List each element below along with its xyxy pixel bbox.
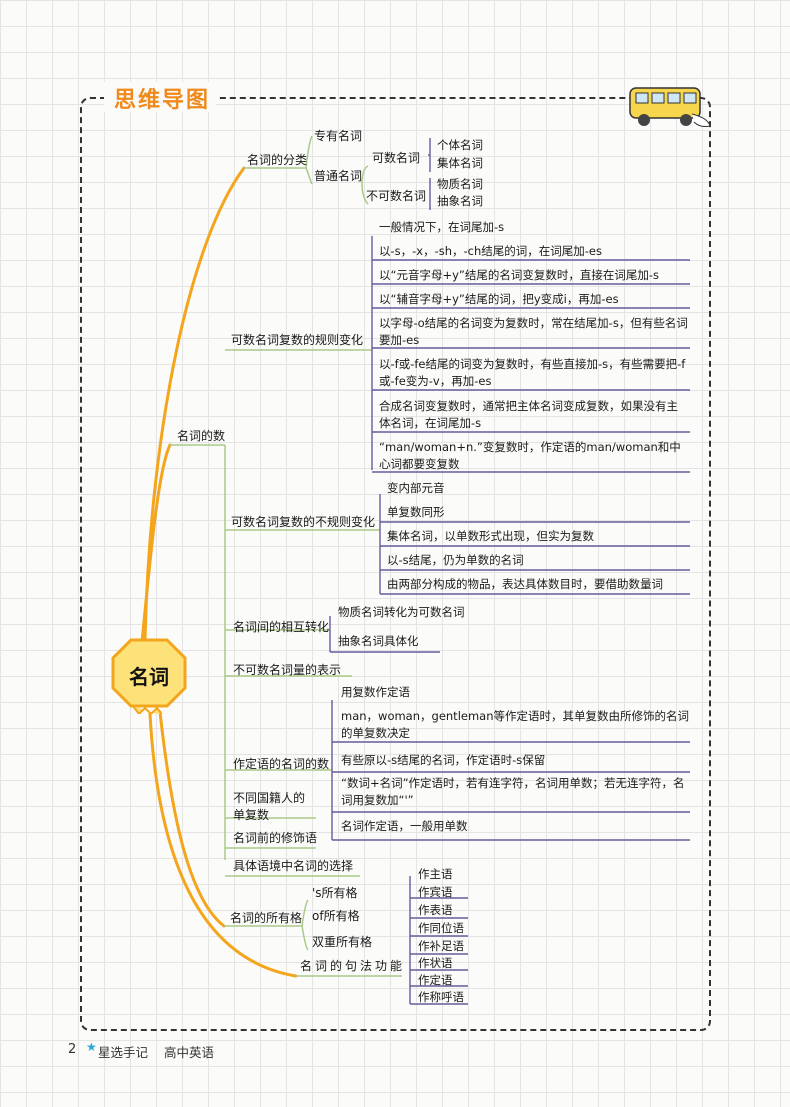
node-nationality-plural: 不同国籍人的单复数: [233, 791, 306, 822]
leaf-syntax-adverbial: 作状语: [418, 956, 453, 970]
leaf-material-noun: 物质名词: [437, 177, 483, 191]
node-context-choice: 具体语境中名词的选择: [233, 859, 354, 873]
rule-regular-7: 合成名词变复数时，通常把主体名词变成复数，如果没有主体名词，在词尾加-s: [379, 399, 678, 430]
branch-number: 名词的数: [177, 429, 226, 443]
rule-regular-5: 以字母-o结尾的名词变为复数时，常在结尾加-s，但有些名词要加-es: [379, 316, 688, 347]
leaf-syntax-attributive: 作定语: [418, 973, 453, 987]
leaf-attributive-3: 有些原以-s结尾的名词，作定语时-s保留: [341, 753, 546, 767]
rule-regular-6: 以-f或-fe结尾的词变为复数时，有些直接加-s，有些需要把-f或-fe变为-v…: [379, 357, 686, 388]
node-conversion: 名词间的相互转化: [233, 620, 330, 634]
star-icon: ★: [86, 1040, 97, 1054]
rule-regular-2: 以-s，-x，-sh，-ch结尾的词，在词尾加-es: [379, 244, 603, 258]
node-proper-noun: 专有名词: [314, 129, 363, 143]
node-modifiers: 名词前的修饰语: [233, 831, 318, 845]
page-number: 2: [68, 1042, 77, 1057]
center-label: 名词: [129, 665, 169, 689]
node-regular-plural: 可数名词复数的规则变化: [231, 333, 364, 347]
rule-irregular-3: 集体名词，以单数形式出现，但实为复数: [387, 529, 594, 543]
leaf-individual-noun: 个体名词: [437, 138, 483, 152]
rule-regular-1: 一般情况下，在词尾加-s: [379, 220, 505, 234]
rule-regular-8: “man/woman+n.”变复数时，作定语的man/woman和中心词都要变复…: [379, 440, 681, 471]
rule-regular-3: 以“元音字母+y”结尾的名词变复数时，直接在词尾加-s: [379, 268, 659, 282]
leaf-conversion-1: 物质名词转化为可数名词: [338, 605, 465, 619]
leaf-syntax-complement: 作补足语: [418, 939, 464, 953]
leaf-abstract-noun: 抽象名词: [437, 194, 483, 208]
node-common-noun: 普通名词: [314, 169, 363, 183]
leaf-syntax-predicative: 作表语: [418, 903, 453, 917]
rule-irregular-2: 单复数同形: [387, 505, 445, 519]
rule-irregular-5: 由两部分构成的物品，表达具体数目时，要借助数量词: [387, 577, 663, 591]
node-attributive: 作定语的名词的数: [233, 757, 330, 771]
node-uncountable-noun: 不可数名词: [366, 189, 427, 203]
branch-classification: 名词的分类: [247, 153, 308, 167]
rule-irregular-4: 以-s结尾，仍为单数的名词: [387, 553, 524, 567]
school-bus-icon: [629, 87, 711, 127]
title-background: [104, 82, 216, 112]
center-node: 名词: [109, 636, 189, 717]
leaf-syntax-appositive: 作同位语: [418, 921, 464, 935]
leaf-attributive-2: man，woman，gentleman等作定语时，其单复数由所修饰的名词的单复数…: [341, 709, 689, 740]
branch-syntax: 名词的句法功能: [300, 959, 406, 973]
leaf-possessive-double: 双重所有格: [312, 935, 373, 949]
center-badge-icon: [111, 638, 187, 717]
leaf-possessive-of: of所有格: [312, 909, 360, 923]
page-frame: [80, 97, 711, 1031]
subject-label: 高中英语: [164, 1045, 215, 1060]
rule-irregular-1: 变内部元音: [387, 481, 445, 495]
leaf-collective-noun: 集体名词: [437, 156, 483, 170]
leaf-possessive-s: 's所有格: [312, 886, 358, 900]
branch-possessive: 名词的所有格: [230, 911, 303, 925]
leaf-attributive-1: 用复数作定语: [341, 685, 410, 699]
node-countable-noun: 可数名词: [372, 151, 421, 165]
leaf-syntax-object: 作宾语: [418, 885, 453, 899]
rule-regular-4: 以“辅音字母+y”结尾的词，把y变成i，再加-es: [379, 292, 619, 306]
leaf-conversion-2: 抽象名词具体化: [338, 634, 419, 648]
book-title: 星选手记: [98, 1045, 149, 1060]
leaf-syntax-subject: 作主语: [418, 867, 453, 881]
page-title: 思维导图: [114, 88, 211, 113]
leaf-attributive-4: “数词+名词”作定语时，若有连字符，名词用单数；若无连字符，名词用复数加“'”: [341, 776, 685, 807]
leaf-attributive-5: 名词作定语，一般用单数: [341, 819, 468, 833]
leaf-syntax-address: 作称呼语: [418, 990, 464, 1004]
node-uncountable-quantity: 不可数名词量的表示: [233, 663, 342, 677]
node-irregular-plural: 可数名词复数的不规则变化: [231, 515, 376, 529]
